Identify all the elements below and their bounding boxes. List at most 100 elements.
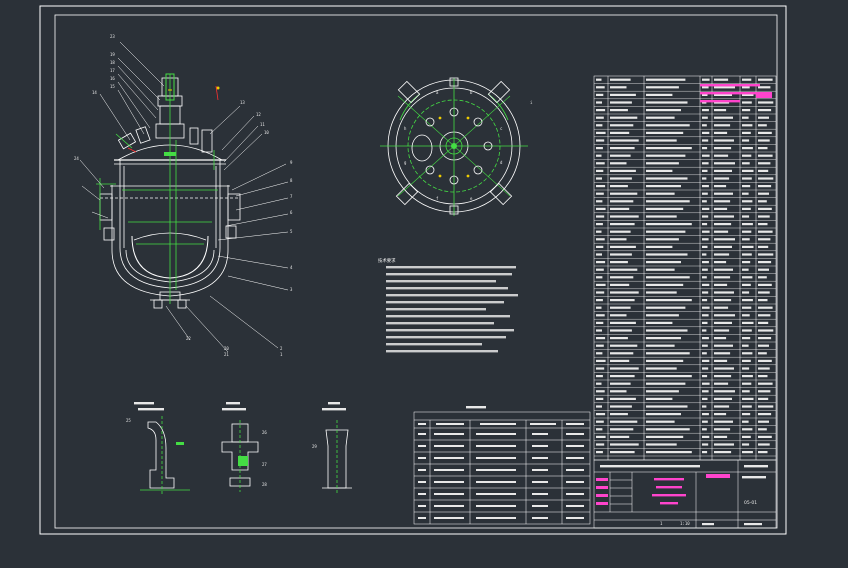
parts-list-cell	[714, 185, 727, 188]
parts-list-cell	[702, 215, 709, 218]
parts-list-cell	[742, 451, 753, 454]
parts-list-cell	[610, 223, 635, 226]
parts-list-cell	[714, 451, 732, 454]
parts-list-cell	[714, 223, 732, 226]
parts-list-cell	[714, 329, 730, 332]
parts-list-cell	[702, 435, 710, 438]
parts-list-cell	[596, 86, 605, 89]
parts-list-cell	[646, 162, 679, 165]
nozzle-table-cells	[418, 406, 584, 519]
parts-list-cell	[714, 169, 732, 172]
parts-list-cell	[596, 283, 606, 286]
parts-list-cell	[646, 192, 675, 195]
parts-list-cell	[646, 230, 686, 233]
parts-list-cell	[646, 131, 684, 134]
parts-list-cell	[610, 397, 636, 400]
parts-list-cell	[596, 177, 602, 180]
parts-list-cell	[758, 230, 773, 233]
parts-list-cell	[714, 413, 727, 416]
parts-list-cell	[610, 200, 634, 203]
parts-list-cell	[596, 321, 604, 324]
parts-list-cell	[758, 154, 773, 157]
part-label: 18	[110, 60, 115, 65]
parts-list-cell	[646, 86, 679, 89]
parts-list-cell	[702, 192, 708, 195]
top-nozzle-right	[201, 129, 213, 153]
parts-list-cell	[596, 192, 604, 195]
parts-list-cell	[596, 131, 606, 134]
parts-list-cell	[714, 367, 734, 370]
detail-titles	[134, 402, 346, 411]
parts-list-cell	[646, 101, 688, 104]
parts-list-cell	[646, 154, 686, 157]
parts-list-cells	[596, 78, 774, 454]
parts-list-cell	[742, 413, 751, 416]
parts-list-cell	[646, 291, 677, 294]
parts-list-cell	[758, 245, 769, 248]
parts-list-cell	[702, 124, 707, 127]
parts-list-cell	[702, 291, 709, 294]
parts-list-cell	[596, 375, 603, 378]
parts-list-cell	[714, 101, 730, 104]
part-label: 17	[110, 68, 115, 73]
parts-list-cell	[758, 283, 772, 286]
parts-list-cell	[702, 397, 708, 400]
parts-list-cell	[596, 139, 605, 142]
part-label: 10	[264, 130, 269, 135]
parts-list-cell	[742, 390, 750, 393]
part-label: 9	[290, 160, 293, 165]
parts-list-cell	[702, 443, 709, 446]
parts-list-cell	[742, 162, 750, 165]
parts-list-cell	[742, 93, 754, 96]
parts-list-cell	[646, 321, 673, 324]
parts-list-cell	[596, 306, 602, 309]
part-label: 3	[290, 287, 293, 292]
parts-list-cell	[714, 124, 731, 127]
parts-list-cell	[714, 420, 733, 423]
parts-list-cell	[742, 169, 754, 172]
parts-list-cell	[610, 344, 638, 347]
parts-list-cell	[596, 344, 604, 347]
parts-list-cell	[596, 169, 604, 172]
parts-list-cell	[610, 238, 627, 241]
parts-list-cell	[646, 215, 677, 218]
parts-list-cell	[742, 109, 751, 112]
parts-list-cell	[610, 306, 631, 309]
parts-list-cell	[714, 359, 728, 362]
top-view-flange-marks: a b c d e f g h i	[404, 90, 533, 201]
parts-list-cell	[610, 207, 630, 210]
parts-list-cell	[742, 321, 754, 324]
flange-mark: e	[470, 196, 473, 201]
flange-mark: g	[404, 160, 407, 165]
parts-list-cell	[646, 359, 684, 362]
parts-list-cell	[714, 390, 735, 393]
parts-list-cell	[758, 306, 773, 309]
parts-list-cell	[742, 375, 753, 378]
parts-list-cell	[742, 86, 750, 89]
parts-list-cell	[702, 405, 707, 408]
parts-list-cell	[714, 397, 732, 400]
parts-list-cell	[610, 147, 635, 150]
parts-list-cell	[714, 131, 728, 134]
parts-list-cell	[646, 344, 675, 347]
parts-list-cell	[714, 116, 733, 119]
parts-list-cell	[702, 169, 708, 172]
part-label: 2	[280, 346, 283, 351]
parts-list-cell	[596, 268, 604, 271]
parts-list-cell	[758, 124, 767, 127]
parts-list-cell	[714, 253, 730, 256]
drawing-scale: 1:10	[680, 521, 690, 526]
parts-list-cell	[596, 397, 604, 400]
parts-list-cell	[758, 352, 767, 355]
shaft-top	[165, 73, 175, 101]
parts-list-cell	[596, 162, 605, 165]
parts-list-cell	[714, 268, 733, 271]
parts-list-cell	[742, 382, 752, 385]
parts-list-cell	[646, 420, 675, 423]
title-block	[593, 459, 777, 529]
parts-list-cell	[610, 413, 628, 416]
parts-list-cell	[758, 223, 768, 226]
parts-list-cell	[596, 405, 602, 408]
parts-list-cell	[702, 78, 710, 81]
parts-list-cell	[596, 154, 602, 157]
